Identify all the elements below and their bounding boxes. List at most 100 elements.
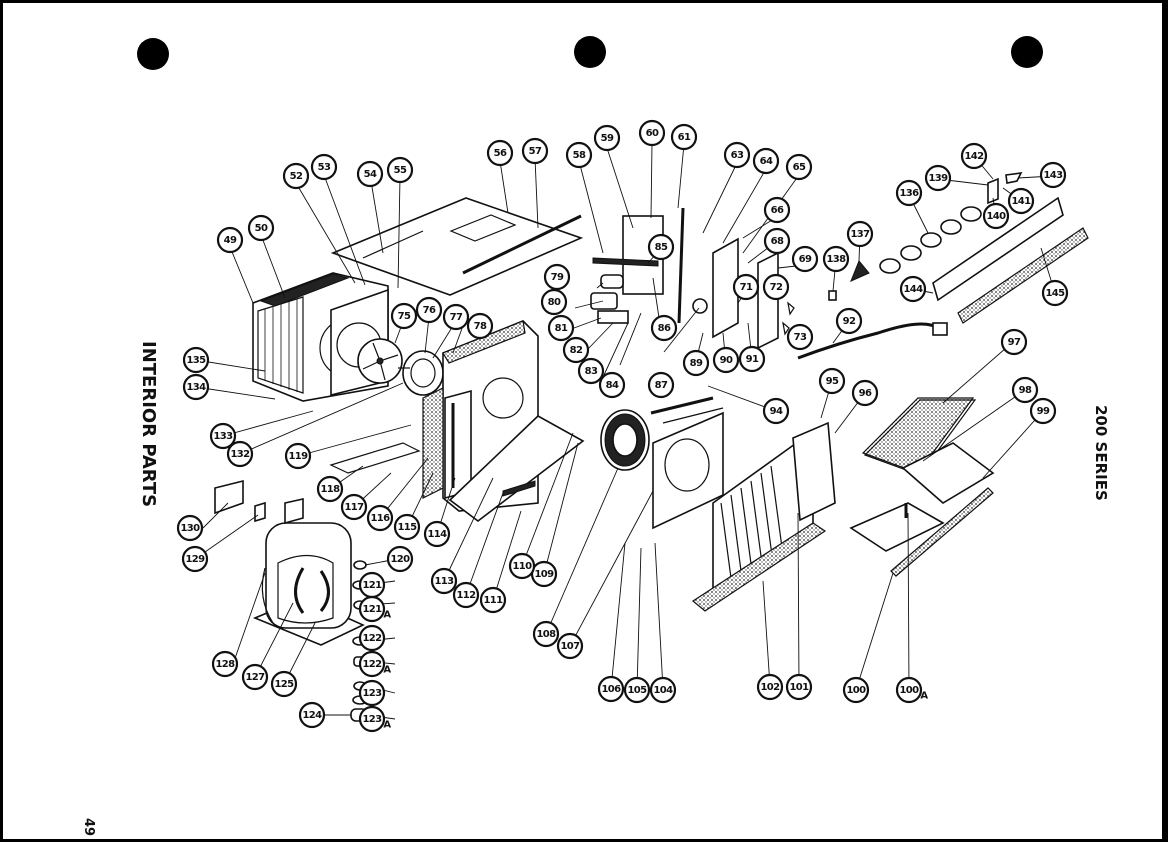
control-face-drawing <box>757 251 779 350</box>
callout-circle <box>358 679 386 707</box>
top-panel-strip-drawing <box>462 214 582 275</box>
callout-number: 56 <box>494 148 507 159</box>
callout-number: 127 <box>245 672 265 683</box>
control-strip-drawing <box>592 257 659 267</box>
callout-suffix: A <box>383 720 391 731</box>
base-slot-drawing <box>502 480 536 497</box>
callout-87: 87 <box>647 371 675 399</box>
callout-number: 123 <box>362 714 382 725</box>
callout-79: 79 <box>543 263 571 291</box>
callout-number: 72 <box>770 282 783 293</box>
callout-circle <box>763 196 791 224</box>
small-bracket-drawing <box>987 177 999 205</box>
callout-number: 101 <box>789 682 809 693</box>
callout-number: 132 <box>230 449 250 460</box>
callout-number: 98 <box>1019 385 1032 396</box>
callout-number: 102 <box>760 682 780 693</box>
callout-91: 91 <box>738 345 766 373</box>
callout-circle <box>577 357 605 385</box>
callout-94: 94 <box>762 397 790 425</box>
callout-circle <box>430 567 458 595</box>
callout-number: 87 <box>655 380 668 391</box>
callout-101: 101 <box>785 673 813 701</box>
triangle-knob-drawing <box>850 260 870 282</box>
callout-number: 137 <box>850 229 870 240</box>
callout-number: 71 <box>740 282 753 293</box>
callout-117: 117 <box>340 493 368 521</box>
callout-circle <box>647 371 675 399</box>
callout-number: 75 <box>398 311 411 322</box>
callout-circle <box>712 346 740 374</box>
callout-circle <box>393 513 421 541</box>
callout-number: 59 <box>601 133 614 144</box>
callout-circle <box>1041 279 1069 307</box>
callout-circle <box>270 670 298 698</box>
series-label: 200 SERIES <box>1092 405 1110 501</box>
callout-number: 113 <box>434 576 454 587</box>
callout-83: 83 <box>577 357 605 385</box>
callout-69: 69 <box>791 245 819 273</box>
parts-diagram-sheet: INTERIOR PARTS 200 SERIES 49 <box>3 3 1162 839</box>
callout-circle <box>638 119 666 147</box>
callout-circle <box>785 153 813 181</box>
callout-circle <box>358 624 386 652</box>
callout-circle <box>415 296 443 324</box>
callout-108: 108 <box>532 620 560 648</box>
callout-number: 141 <box>1011 196 1031 207</box>
callout-circle <box>556 632 584 660</box>
callout-circle <box>1000 328 1028 356</box>
front-rail-drawing <box>890 487 994 577</box>
callout-118: 118 <box>316 475 344 503</box>
callout-circle <box>598 371 626 399</box>
partition-insulation-side-drawing <box>422 387 444 499</box>
callout-circle <box>356 160 384 188</box>
callout-number: 52 <box>290 171 303 182</box>
callout-number: 112 <box>456 590 476 601</box>
callout-144: 144 <box>899 275 927 303</box>
callout-circle <box>899 275 927 303</box>
callout-circle <box>785 673 813 701</box>
callout-number: 73 <box>794 332 807 343</box>
callout-130: 130 <box>176 514 204 542</box>
callout-number: 81 <box>555 323 568 334</box>
callout-81: 81 <box>547 314 575 342</box>
callout-circle <box>647 233 675 261</box>
partition-brace-drawing <box>444 389 472 500</box>
callout-circle <box>284 442 312 470</box>
callout-132: 132 <box>226 440 254 468</box>
callout-68: 68 <box>763 227 791 255</box>
callout-circle <box>176 514 204 542</box>
callout-circle <box>597 675 625 703</box>
callout-82: 82 <box>562 336 590 364</box>
callout-85: 85 <box>647 233 675 261</box>
callout-circle <box>486 139 514 167</box>
callout-number: 57 <box>529 146 542 157</box>
callout-57: 57 <box>521 137 549 165</box>
callout-circle <box>818 367 846 395</box>
callout-number: 120 <box>390 554 410 565</box>
callout-138: 138 <box>822 245 850 273</box>
callout-number: 136 <box>899 188 919 199</box>
callout-number: 134 <box>186 382 206 393</box>
callout-52: 52 <box>282 162 310 190</box>
callout-number: 99 <box>1037 406 1050 417</box>
callout-circle <box>282 162 310 190</box>
callout-circle <box>738 345 766 373</box>
callout-number: 83 <box>585 366 598 377</box>
callout-circle <box>386 156 414 184</box>
callout-circle <box>479 586 507 614</box>
callout-142: 142 <box>960 142 988 170</box>
callout-number: 121 <box>362 604 382 615</box>
callout-circle <box>565 141 593 169</box>
callout-number: 142 <box>964 151 984 162</box>
callout-number: 49 <box>224 235 237 246</box>
callout-55: 55 <box>386 156 414 184</box>
callout-104: 104 <box>649 676 677 704</box>
callout-113: 113 <box>430 567 458 595</box>
callout-circle <box>960 142 988 170</box>
callout-circle <box>452 581 480 609</box>
binder-hole-left <box>137 38 169 70</box>
compressor-bracket-drawing <box>214 479 244 515</box>
callout-number: 133 <box>213 431 233 442</box>
